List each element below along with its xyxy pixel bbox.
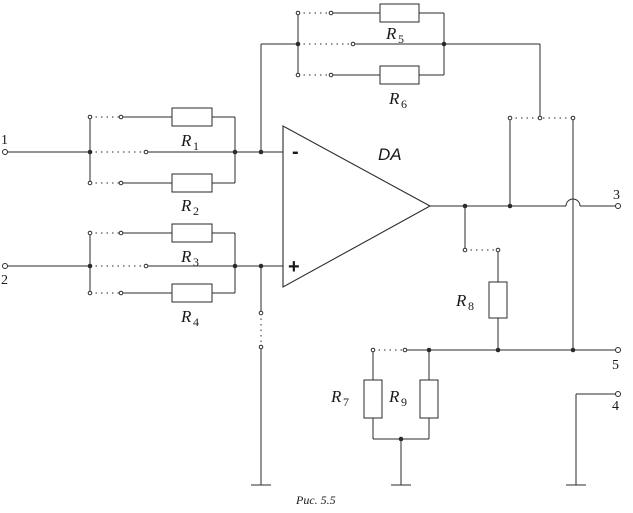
svg-text:9: 9 xyxy=(401,395,407,409)
terminal-2-label: 2 xyxy=(1,273,8,288)
resistor-label-r4: R 4 xyxy=(180,307,199,329)
terminal-4-label: 4 xyxy=(612,399,619,414)
output-wiring xyxy=(430,118,616,350)
junction-dots xyxy=(87,41,576,442)
resistor-r1 xyxy=(171,107,213,127)
resistor-label-r5: R 5 xyxy=(385,24,404,46)
resistor-r4 xyxy=(171,283,213,303)
terminal-5-label: 5 xyxy=(612,358,619,373)
resistor-r7 xyxy=(363,379,383,419)
resistor-r8 xyxy=(488,281,508,319)
terminal-1-contact xyxy=(2,149,8,155)
terminal-1-label: 1 xyxy=(1,133,8,148)
svg-text:3: 3 xyxy=(193,255,199,269)
resistor-label-r7: R 7 xyxy=(330,387,349,409)
svg-text:8: 8 xyxy=(468,299,474,313)
terminal-3-label: 3 xyxy=(613,188,620,203)
resistor-r5 xyxy=(379,3,420,23)
terminal-3-contact xyxy=(615,203,621,209)
resistor-label-r3: R 3 xyxy=(180,247,199,269)
svg-text:R: R xyxy=(180,307,192,326)
terminal-4-contact xyxy=(615,391,621,397)
svg-text:5: 5 xyxy=(398,32,404,46)
noninverting-ground-path xyxy=(251,266,271,486)
resistor-label-r6: R 6 xyxy=(388,89,407,111)
svg-text:R: R xyxy=(388,387,400,406)
svg-text:7: 7 xyxy=(343,395,349,409)
feedback-network xyxy=(260,12,573,206)
resistor-r3 xyxy=(171,223,213,243)
input-2-network xyxy=(7,232,283,294)
resistor-label-r9: R 9 xyxy=(388,387,407,409)
terminal-5-contact xyxy=(615,347,621,353)
svg-text:R: R xyxy=(180,196,192,215)
opamp-label: DA xyxy=(378,145,402,164)
svg-text:R: R xyxy=(180,131,192,150)
svg-text:6: 6 xyxy=(401,97,407,111)
svg-text:R: R xyxy=(180,247,192,266)
switch-contacts xyxy=(87,10,576,353)
lower-network xyxy=(372,349,616,486)
svg-text:R: R xyxy=(388,89,400,108)
figure-caption: Рис. 5.5 xyxy=(295,493,336,507)
resistor-r2 xyxy=(171,173,213,193)
resistor-label-r2: R 2 xyxy=(180,196,199,218)
resistor-r9 xyxy=(419,379,439,419)
terminal-2-contact xyxy=(2,263,8,269)
svg-text:R: R xyxy=(330,387,342,406)
resistor-label-r8: R 8 xyxy=(455,291,474,313)
terminal-4-ground xyxy=(566,393,616,486)
inverting-input-sign: - xyxy=(292,141,299,163)
svg-text:2: 2 xyxy=(193,204,199,218)
svg-text:1: 1 xyxy=(193,139,199,153)
svg-text:R: R xyxy=(385,24,397,43)
resistor-label-r1: R 1 xyxy=(180,131,199,153)
svg-text:R: R xyxy=(455,291,467,310)
svg-text:4: 4 xyxy=(193,315,199,329)
noninverting-input-sign: + xyxy=(288,256,300,278)
op-amp xyxy=(282,125,432,288)
resistor-r6 xyxy=(379,65,420,85)
